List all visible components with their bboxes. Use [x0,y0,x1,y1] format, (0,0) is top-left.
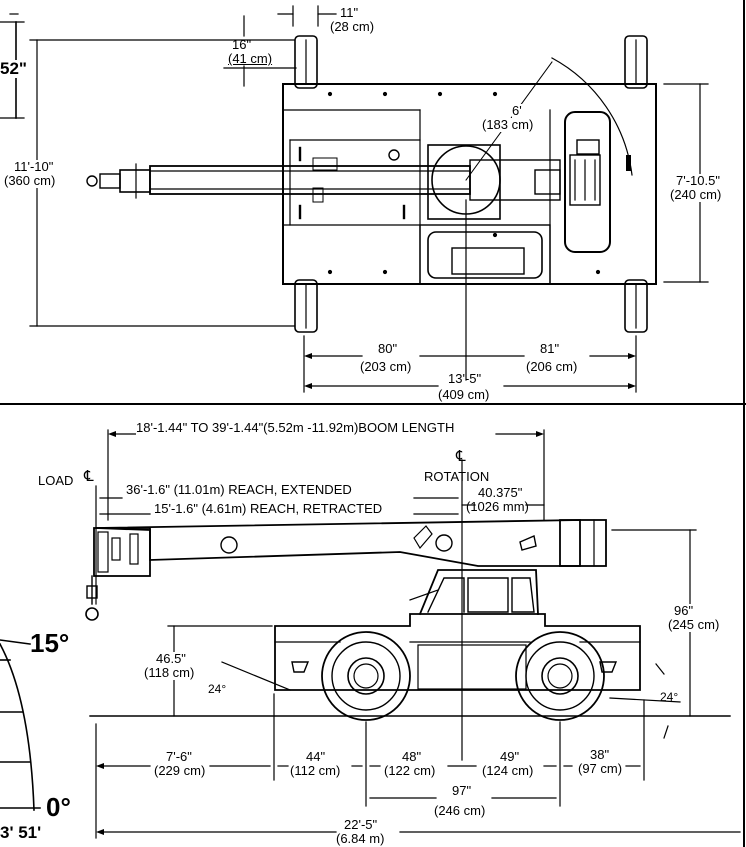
range-partial-label: 3' 51' [0,823,42,842]
side-view [85,429,741,839]
dim-height-cm: (240 cm) [670,187,722,202]
dim-52-inch: 52" [0,59,27,78]
approach-angle-right: 24° [660,690,679,704]
load-centerline-label: LOAD [38,473,74,488]
load-centerline-symbol: ℄ [84,468,94,485]
dim-11-cm: (28 cm) [330,19,375,34]
front-overhang-ft: 7'-6" [166,749,192,764]
ground-clearance-cm: (118 cm) [144,665,195,680]
dim-80-cm: (203 cm) [360,359,412,374]
dim-38-inch: 38" [590,747,610,762]
reach-retracted-label: 15'-1.6" (4.61m) REACH, RETRACTED [154,501,383,516]
dim-width-cm: (360 cm) [4,173,56,188]
offset-inch: 40.375" [478,485,523,500]
range-angle-15: 15° [30,628,70,658]
dim-81-inch: 81" [540,341,560,356]
wheelbase-inch: 97" [452,783,472,798]
offset-mm: (1026 mm) [466,499,529,514]
dim-48-cm: (122 cm) [384,763,436,778]
dim-swing-ft: 6' [512,103,522,118]
dim-16-inch: 16" [232,37,252,52]
dim-length-ft: 13'-5" [448,371,482,386]
dim-44-inch: 44" [306,749,326,764]
dim-11-inch: 11" [340,5,359,20]
dim-81-cm: (206 cm) [526,359,578,374]
wheelbase-cm: (246 cm) [434,803,486,818]
dim-44-cm: (112 cm) [290,763,341,778]
top-view [0,5,709,393]
dim-49-inch: 49" [500,749,520,764]
total-length-m: (6.84 m) [336,831,385,846]
boom-length-label: 18'-1.44" TO 39'-1.44"(5.52m -11.92m)BOO… [136,420,455,435]
dim-width-ft: 11'-10" [14,159,54,174]
approach-angle-left: 24° [208,682,227,696]
dim-16-cm: (41 cm) [228,51,273,66]
dim-48-inch: 48" [402,749,422,764]
dim-80-inch: 80" [378,341,398,356]
rotation-centerline-symbol: ℄ [456,448,466,465]
total-length-ft: 22'-5" [344,817,378,832]
dim-49-cm: (124 cm) [482,763,534,778]
dim-length-cm: (409 cm) [438,387,490,402]
front-overhang-cm: (229 cm) [154,763,206,778]
reach-extended-label: 36'-1.6" (11.01m) REACH, EXTENDED [126,482,352,497]
height-96-cm: (245 cm) [668,617,720,632]
range-angle-0: 0° [46,792,71,822]
height-96-inch: 96" [674,603,694,618]
rotation-label: ROTATION [424,469,490,484]
dim-height-ft: 7'-10.5" [676,173,720,188]
dim-38-cm: (97 cm) [578,761,623,776]
ground-clearance-inch: 46.5" [156,651,186,666]
range-chart-fragment [0,639,41,811]
dim-swing-cm: (183 cm) [482,117,534,132]
